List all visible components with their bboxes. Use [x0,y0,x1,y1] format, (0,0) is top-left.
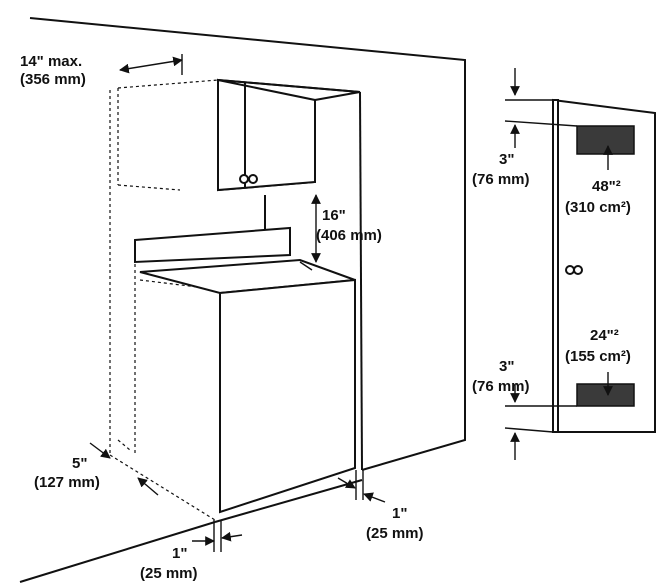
cabinet-gap-mm-label: (356 mm) [20,71,86,88]
bottom-vent-area-label: 24"² [590,327,619,344]
bottom-vent-area-metric-label: (155 cm²) [565,348,631,365]
door-bottom-offset-mm-label: (76 mm) [472,378,530,395]
recess-side-wall [264,91,363,471]
top-vent-area-metric-label: (310 cm²) [565,199,631,216]
washer [134,226,356,514]
top-clearance-label: 16" [322,207,346,224]
bottom-vent [576,383,635,407]
door-top-offset-mm-label: (76 mm) [472,171,530,188]
door-top-offset-label: 3" [499,151,514,168]
door-bottom-offset-label: 3" [499,358,514,375]
front-right-gap-label: 1" [392,505,407,522]
dimension-arrows [89,54,386,552]
top-clearance-mm-label: (406 mm) [316,227,382,244]
closet-door [552,98,656,433]
back-wall [19,17,466,583]
upper-cabinet [217,78,361,192]
front-right-gap-mm-label: (25 mm) [366,525,424,542]
door-dimension-lines [504,68,578,460]
front-left-gap-mm-label: (25 mm) [140,565,198,582]
side-clearance-label: 5" [72,455,87,472]
top-vent [576,125,635,155]
front-left-gap-label: 1" [172,545,187,562]
top-vent-area-label: 48"² [592,178,621,195]
side-clearance-mm-label: (127 mm) [34,474,100,491]
cabinet-gap-label: 14" max. [20,53,82,70]
